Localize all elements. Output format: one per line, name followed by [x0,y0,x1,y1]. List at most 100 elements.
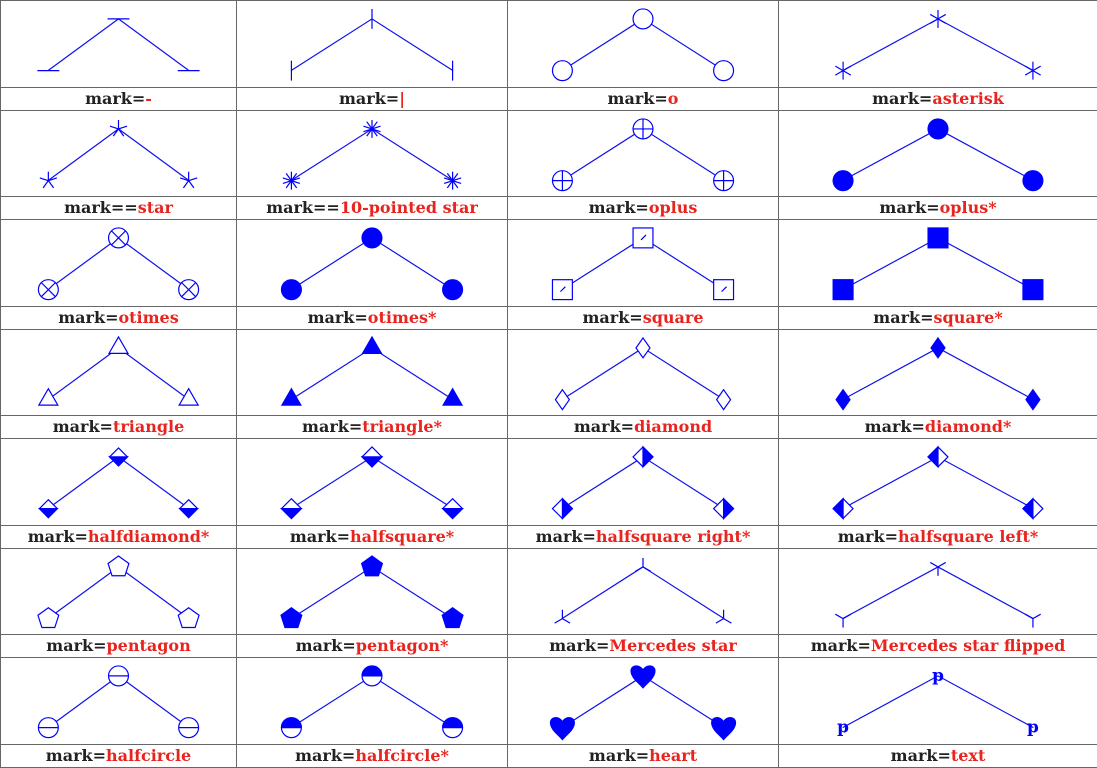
markers-layer [835,336,1041,411]
marker-diamond [715,388,732,411]
markers-layer [549,665,737,741]
mark-plot [1,439,236,526]
mark-label: mark=text [779,745,1097,767]
mark-label: mark=- [1,88,236,110]
mark-label-value: diamond* [924,417,1012,437]
mark-label-prefix: mark= [535,526,596,546]
mark-label: mark=Mercedes star flipped [779,635,1097,657]
mark-label-prefix: mark= [289,526,351,546]
markers-layer [551,227,735,301]
mark-label: mark=halfsquare* [237,526,507,548]
mark-label: mark=diamond [508,416,778,438]
mark-plot [508,658,778,745]
mark-label-prefix: mark= [864,417,925,437]
mark-plot [1,220,236,307]
mark-label: mark=halfdiamond* [1,526,236,548]
mark-label: mark=halfsquare right* [508,526,778,548]
marker-diamond-filled [835,388,851,411]
mark-cell-hbar: mark=- [1,1,237,111]
mark-label: mark=| [237,88,507,110]
markers-layer [832,117,1044,191]
marker-disc [442,279,464,301]
svg-text:p: p [837,717,849,737]
mark-plot [508,439,778,526]
mark-label-prefix: mark= [295,745,356,765]
mark-label: mark=square [508,307,778,329]
mark-plot [237,220,507,307]
mark-cell-halfsquare-left: mark=halfsquare left* [779,439,1097,549]
mark-cell-triangle: mark=triangle [1,329,237,440]
marker-pentagon-filled [360,555,384,577]
mark-plot [508,220,778,307]
mark-label-value: diamond [634,417,713,437]
marker-diamond-filled [1025,388,1041,411]
mark-label: mark=pentagon [1,635,236,657]
marker-disc [361,227,383,249]
markers-layer [551,445,735,521]
mark-label-value: square [642,307,704,327]
marker-halfsquare [441,498,464,520]
markers-layer [280,335,464,406]
mark-cell-otimes: mark=otimes [1,220,237,330]
marker-halfcircle-filled [361,665,383,687]
mark-label-prefix: mark= [872,88,933,108]
marker-halfsquare-left [1022,497,1044,521]
plot-line [562,567,724,619]
mark-label-prefix: mark= [27,526,88,546]
mark-label-prefix: mark= [85,88,146,108]
mark-cell-circle: mark=o [508,1,779,111]
markers-layer [37,447,200,519]
marker-heart [549,717,575,741]
mark-label-value: otimes [118,307,179,327]
mark-plot [237,658,507,745]
marker-text: p [1027,717,1039,737]
mark-cell-halfsquare-right: mark=halfsquare right* [508,439,779,549]
markers-layer [280,665,464,739]
marker-circle [713,60,735,82]
mark-plot [237,439,507,526]
mark-cell-oplus: mark=oplus [508,110,779,221]
mark-plot [779,220,1097,307]
marker-halfsquare-right [632,445,654,469]
marker-otimes [178,279,200,301]
marker-halfdiamond [37,499,59,519]
marker-asterisk [929,9,947,28]
marker-triangle-filled [442,387,464,406]
mark-label-value: star [137,198,173,218]
markers-layer [832,227,1044,301]
marker-circle [632,8,654,30]
mark-plot [508,330,778,417]
mark-cell-halfsquare: mark=halfsquare* [237,439,508,549]
mark-label: mark=triangle [1,416,236,438]
mark-cell-heart: mark=heart [508,658,779,768]
mark-label-prefix: mark= [295,636,356,656]
mark-label-value: halfsquare left* [897,526,1039,546]
marker-halfsquare-left [927,445,949,469]
mark-cell-mercedes-flipped: mark=Mercedes star flipped [779,549,1097,659]
mark-label-value: Mercedes star [609,636,737,656]
marker-pentagon-filled [441,606,464,628]
mark-label-value: otimes* [367,307,437,327]
marker-mercedes-flipped [1024,613,1041,628]
marker-oplus [632,117,654,140]
mark-label-prefix: mark== [64,198,138,218]
mark-cell-square: mark=square [508,220,779,330]
mark-plot [237,330,507,417]
markers-layer [280,446,464,520]
mark-label: mark=pentagon* [237,635,507,657]
mark-label-prefix: mark== [266,198,340,218]
marker-diamond-filled [930,336,946,359]
marker-diamond [635,336,651,359]
marker-star10 [363,119,381,138]
marker-diamond [554,388,571,411]
marker-triangle [178,387,200,406]
mark-label-value: text [950,745,986,765]
marker-square-filled [1022,279,1044,301]
mark-label-prefix: mark= [46,636,107,656]
mark-label-value: 10-pointed star [339,198,478,218]
marker-star10 [282,171,301,190]
marker-star [39,171,58,188]
marker-mercedes [554,609,571,624]
